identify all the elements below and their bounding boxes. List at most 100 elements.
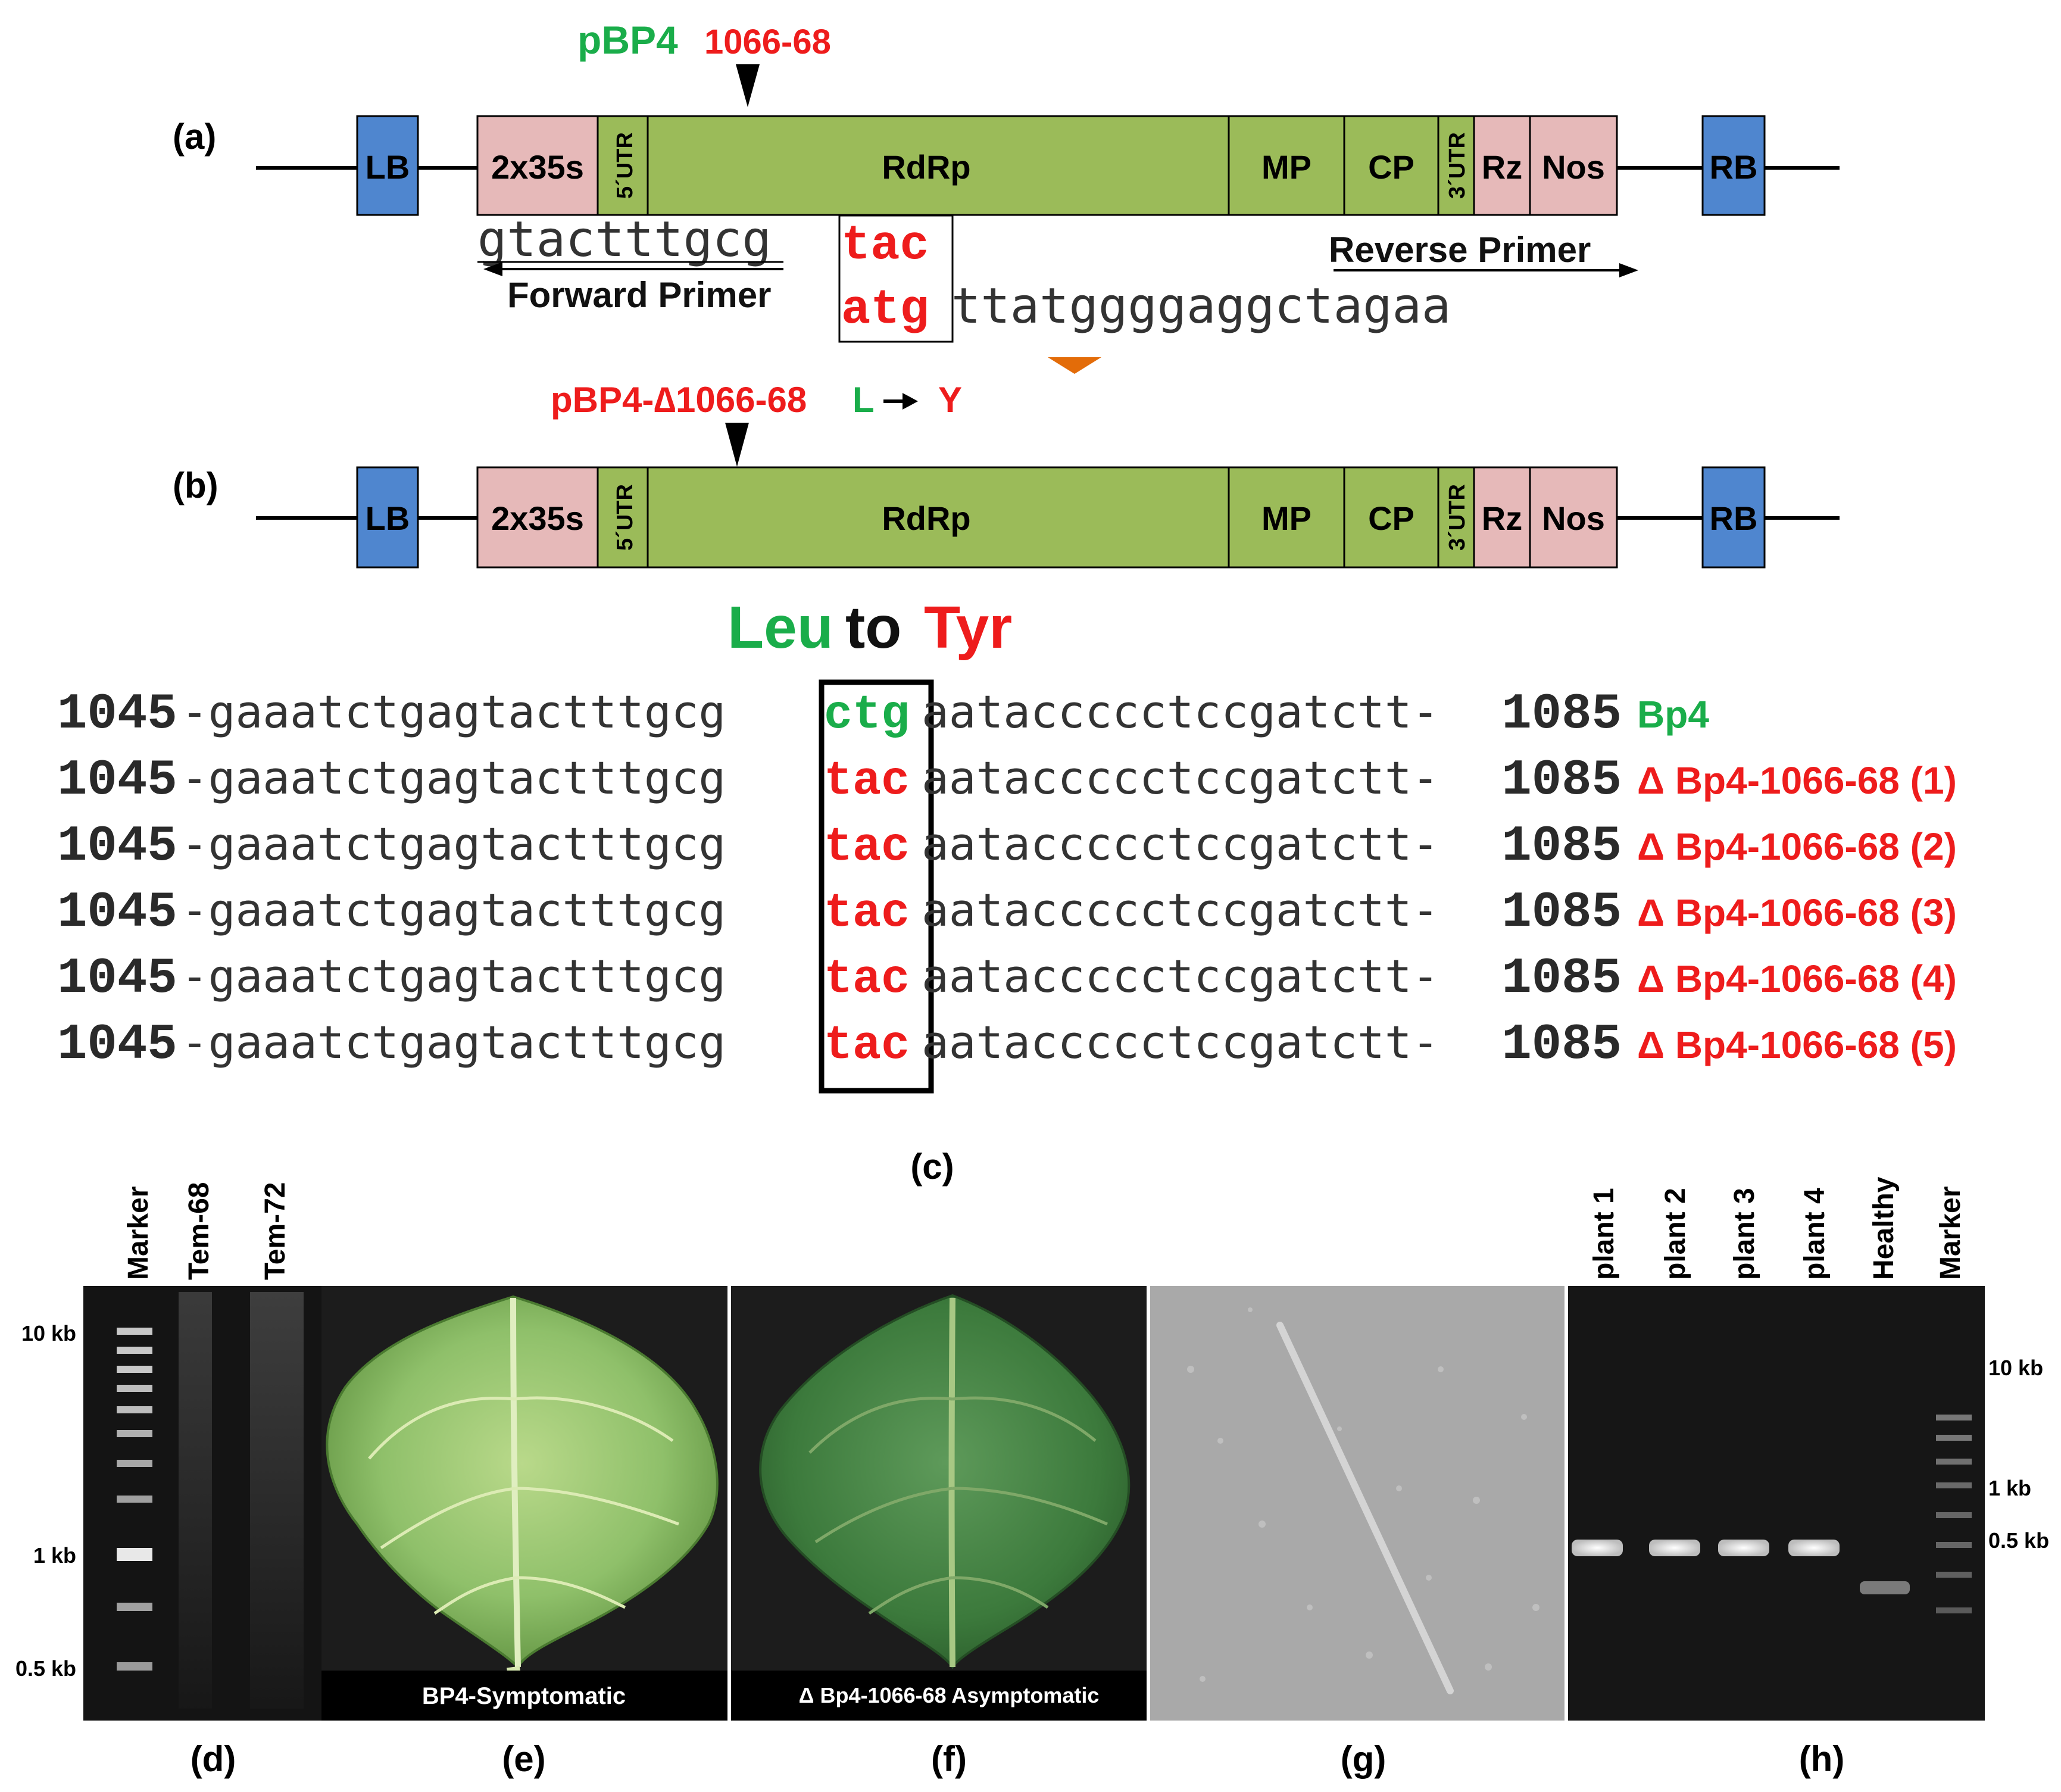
rb-box-b (1701, 466, 1766, 569)
alignment-codon: tac (824, 886, 910, 941)
alignment-codon: tac (824, 953, 910, 1007)
rb-label: RB (1710, 148, 1758, 186)
lane-label-tem68: Tem-68 (183, 1182, 215, 1280)
size-label-1kb-d: 1 kb (33, 1543, 76, 1568)
alignment-title-to: to (845, 594, 901, 661)
rdrp-label: RdRp (882, 148, 970, 186)
alignment-start-pos: 1045 (57, 885, 177, 941)
band-plant1 (1572, 1540, 1623, 1556)
lb-label-b: LB (366, 499, 410, 537)
alignment-codon: tac (824, 820, 910, 875)
utr3-label-b: 3´UTR (1445, 484, 1470, 551)
size-label-05kb-d: 0.5 kb (15, 1656, 76, 1681)
sequence-label-mutant: Δ Bp4-1066-68 (3) (1637, 891, 1957, 934)
mp-label-b: MP (1261, 499, 1311, 537)
promoter-box (476, 115, 599, 216)
forward-primer-seq: gtactttgcg (477, 211, 772, 268)
alignment-codon: tac (824, 754, 910, 808)
rdrp-label-b: RdRp (882, 499, 970, 537)
leaf-f-caption-bar (731, 1671, 1147, 1721)
lane-label-tem72: Tem-72 (260, 1182, 291, 1280)
sequence-label-mutant: Δ Bp4-1066-68 (1) (1637, 759, 1957, 802)
leaf-f-caption: Δ Bp4-1066-68 Asymptomatic (799, 1683, 1100, 1707)
down-arrow-icon (1048, 357, 1101, 374)
lane-label-marker-d: Marker (123, 1187, 154, 1280)
lane-label-marker-h: Marker (1935, 1187, 1966, 1280)
cp-label-b: CP (1368, 499, 1414, 537)
band-plant3 (1718, 1540, 1769, 1556)
nos-box-b (1529, 466, 1618, 569)
alignment-seq-right: aataccccctccgatctt- (922, 817, 1439, 870)
lb-box (356, 115, 419, 216)
band-plant2 (1649, 1540, 1700, 1556)
alignment-start-pos: 1045 (57, 753, 177, 809)
alignment-seq-left: -gaaatctgagtactttgcg (181, 751, 726, 804)
panel-label-h: (h) (1799, 1739, 1845, 1779)
micrograph-texture (1187, 1307, 1539, 1682)
leaf-photo-e: BP4-Symptomatic (e) (321, 1286, 727, 1779)
alignment-seq-right: aataccccctccgatctt- (922, 751, 1439, 804)
construct-a: pBP4 1066-68 (a) LB 2x35s 5´UTR RdRp MP … (173, 18, 1840, 374)
forward-primer-arrowhead (483, 262, 502, 276)
virion-particle (1276, 1322, 1454, 1694)
size-label-10kb-h: 10 kb (1988, 1356, 2043, 1380)
nos-label-b: Nos (1542, 499, 1605, 537)
plasmid-name-mutant: pBP4-∆1066-68 (551, 380, 807, 420)
panel-label-b: (b) (173, 466, 218, 505)
plasmid-name: pBP4 (577, 18, 678, 62)
mutation-box (838, 214, 954, 343)
lb-label: LB (366, 148, 410, 186)
size-label-05kb-h: 0.5 kb (1988, 1528, 2049, 1553)
sequence-label-mutant: Δ Bp4-1066-68 (4) (1637, 957, 1957, 1000)
cp-box (1343, 115, 1439, 216)
panel-label-e: (e) (502, 1739, 545, 1779)
rb-label-b: RB (1710, 499, 1758, 537)
utr5-label: 5´UTR (613, 132, 638, 199)
reverse-primer-arrowhead (1619, 263, 1638, 277)
panel-label-a: (a) (173, 117, 216, 157)
alignment-start-pos: 1045 (57, 686, 177, 743)
reverse-primer-label: Reverse Primer (1329, 230, 1591, 270)
band-plant4 (1788, 1540, 1840, 1556)
sequence-label-wildtype: Bp4 (1637, 693, 1709, 736)
alignment-seq-right: aataccccctccgatctt- (922, 883, 1439, 936)
alignment-seq-left: -gaaatctgagtactttgcg (181, 950, 726, 1003)
leaf-e-veins (368, 1396, 679, 1615)
construct-b: pBP4-∆1066-68 L Y (b) LB 2x35s 5´UTR RdR… (173, 380, 1840, 569)
alignment-end-pos: 1085 (1501, 753, 1622, 809)
leaf-e-midrib (510, 1297, 521, 1668)
alignment-start-pos: 1045 (57, 819, 177, 875)
band-healthy (1860, 1581, 1910, 1594)
leaf-e-caption-bar (321, 1671, 727, 1721)
leaf-f-veins (808, 1396, 1108, 1615)
rz-label-b: Rz (1482, 499, 1522, 537)
sequence-label-mutant: Δ Bp4-1066-68 (5) (1637, 1023, 1957, 1066)
aa-from: L (852, 380, 875, 420)
rz-box-b (1473, 466, 1531, 569)
alignment-codon: tac (824, 1019, 910, 1073)
panel-label-f: (f) (931, 1739, 967, 1779)
alignment-seq-left: -gaaatctgagtactttgcg (181, 685, 726, 738)
utr5-box-b (597, 466, 649, 569)
leaf-e-caption: BP4-Symptomatic (422, 1683, 626, 1709)
alignment-start-pos: 1045 (57, 1017, 177, 1073)
lane-label-plant2: plant 2 (1660, 1188, 1691, 1280)
forward-mut-codon: tac (841, 218, 929, 273)
utr5-label-b: 5´UTR (613, 484, 638, 551)
promoter-label: 2x35s (491, 148, 584, 186)
alignment-title-from: Leu (727, 594, 833, 661)
cp-label: CP (1368, 148, 1414, 186)
codon-highlight-box (819, 679, 934, 1094)
lane-label-plant4: plant 4 (1799, 1188, 1831, 1280)
panel-label-g: (g) (1341, 1739, 1387, 1779)
size-label-10kb-d: 10 kb (21, 1321, 76, 1345)
alignment-start-pos: 1045 (57, 951, 177, 1007)
promoter-label-b: 2x35s (491, 499, 584, 537)
aa-to: Y (938, 380, 962, 420)
alignment-seq-right: aataccccctccgatctt- (922, 950, 1439, 1003)
sequence-label-mutant: Δ Bp4-1066-68 (2) (1637, 825, 1957, 868)
alignment-seq-left: -gaaatctgagtactttgcg (181, 817, 726, 870)
alignment-end-pos: 1085 (1501, 1017, 1622, 1073)
rz-label: Rz (1482, 148, 1522, 186)
alignment-seq-right: aataccccctccgatctt- (922, 685, 1439, 738)
